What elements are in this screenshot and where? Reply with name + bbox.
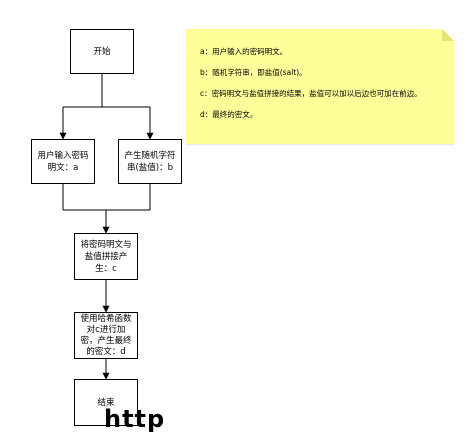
input-password-node: 用户输入密码明文：a	[31, 139, 95, 184]
note-line-b: b：随机字符串，即盐值(salt)。	[200, 68, 307, 77]
note-line-a: a：用户输入的密码明文。	[200, 47, 288, 56]
note-line-d: d：最终的密文。	[200, 110, 258, 119]
sticky-note: a：用户输入的密码明文。 b：随机字符串，即盐值(salt)。 c：密码明文与盐…	[186, 29, 454, 144]
sticky-note-fold	[442, 29, 454, 41]
watermark-text: http	[104, 405, 166, 433]
end-node: 结束	[74, 379, 138, 426]
gen-salt-node: 产生随机字符串(盐值)：b	[118, 139, 182, 184]
concat-node: 将密码明文与盐值拼接产生：c	[74, 233, 138, 280]
start-node: 开始	[70, 29, 134, 74]
note-line-c: c：密码明文与盐值拼接的结果，盐值可以加以后边也可加在前边。	[200, 89, 422, 98]
gen-salt-label: 产生随机字符串(盐值)：b	[124, 150, 176, 173]
start-node-label: 开始	[93, 46, 111, 57]
concat-label: 将密码明文与盐值拼接产生：c	[80, 239, 132, 274]
end-node-label: 结束	[97, 397, 115, 408]
input-password-label: 用户输入密码明文：a	[37, 150, 89, 173]
hash-node: 使用哈希函数对c进行加密，产生最终的密文：d	[74, 312, 138, 359]
hash-label: 使用哈希函数对c进行加密，产生最终的密文：d	[80, 313, 132, 357]
